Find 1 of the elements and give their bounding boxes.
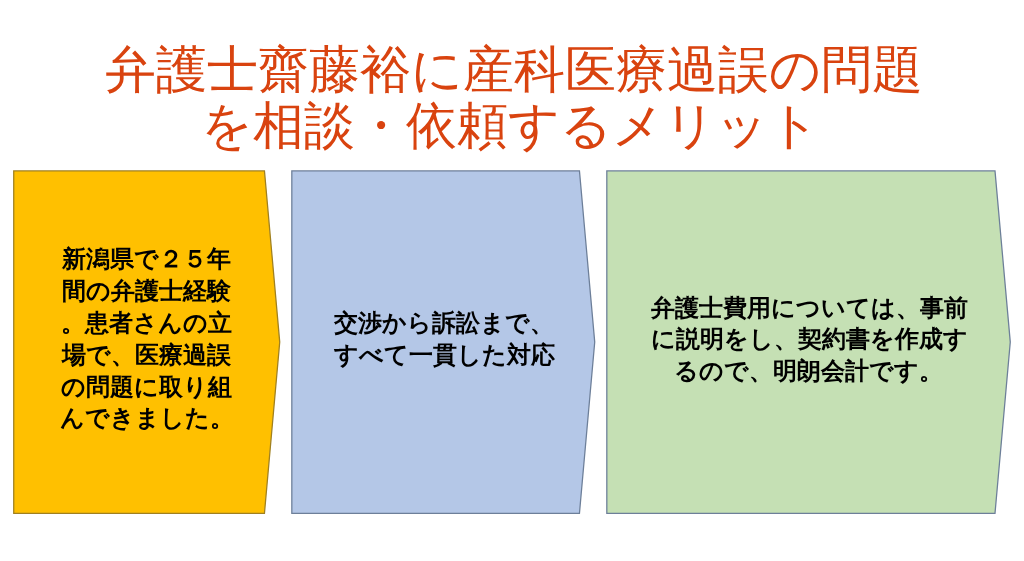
- diagram-title: 弁護士齋藤裕に産科医療過誤の問題を相談・依頼するメリット: [104, 39, 923, 155]
